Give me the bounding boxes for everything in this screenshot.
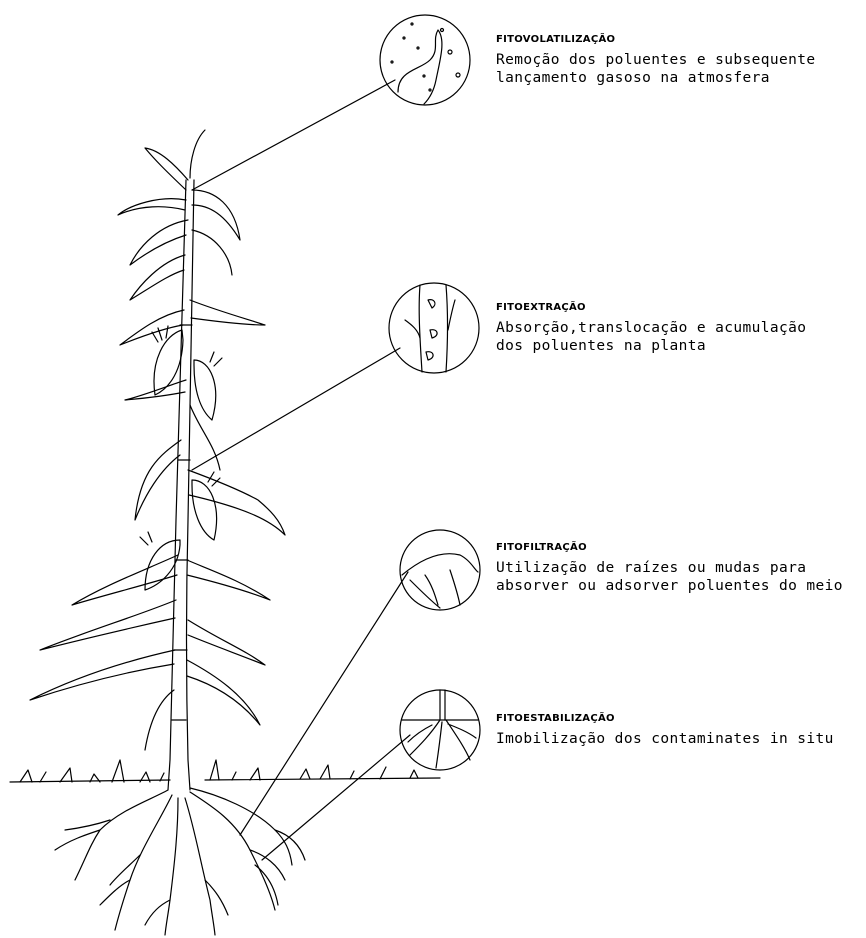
process-title: FITOESTABILIZAÇÃO [496, 713, 834, 724]
detail-circle-volatilization [380, 15, 470, 105]
process-description-line: Remoção dos poluentes e subsequente [496, 51, 816, 69]
connector-lines [192, 80, 410, 860]
process-title: FITOEXTRAÇÃO [496, 302, 806, 313]
process-description-line: Absorção,translocação e acumulação [496, 319, 806, 337]
process-description-line: Utilização de raízes ou mudas para [496, 559, 843, 577]
process-description-line: lançamento gasoso na atmosfera [496, 69, 816, 87]
process-description-line: dos poluentes na planta [496, 337, 806, 355]
label-fitovolatilizacao: FITOVOLATILIZAÇÃO Remoção dos poluentes … [496, 34, 816, 87]
ground-line [10, 760, 440, 782]
process-title: FITOVOLATILIZAÇÃO [496, 34, 816, 45]
label-fitofiltracao: FITOFILTRAÇÃO Utilização de raízes ou mu… [496, 542, 843, 595]
detail-circle-extraction [389, 283, 479, 373]
label-fitoextracao: FITOEXTRAÇÃO Absorção,translocação e acu… [496, 302, 806, 355]
roots [55, 788, 305, 935]
label-fitoestabilizacao: FITOESTABILIZAÇÃO Imobilização dos conta… [496, 713, 834, 748]
process-description-line: absorver ou adsorver poluentes do meio [496, 577, 843, 595]
process-title: FITOFILTRAÇÃO [496, 542, 843, 553]
leaves [30, 130, 285, 750]
detail-circle-stabilization [400, 690, 480, 770]
detail-circle-filtration [400, 530, 480, 610]
process-description-line: Imobilização dos contaminates in situ [496, 730, 834, 748]
